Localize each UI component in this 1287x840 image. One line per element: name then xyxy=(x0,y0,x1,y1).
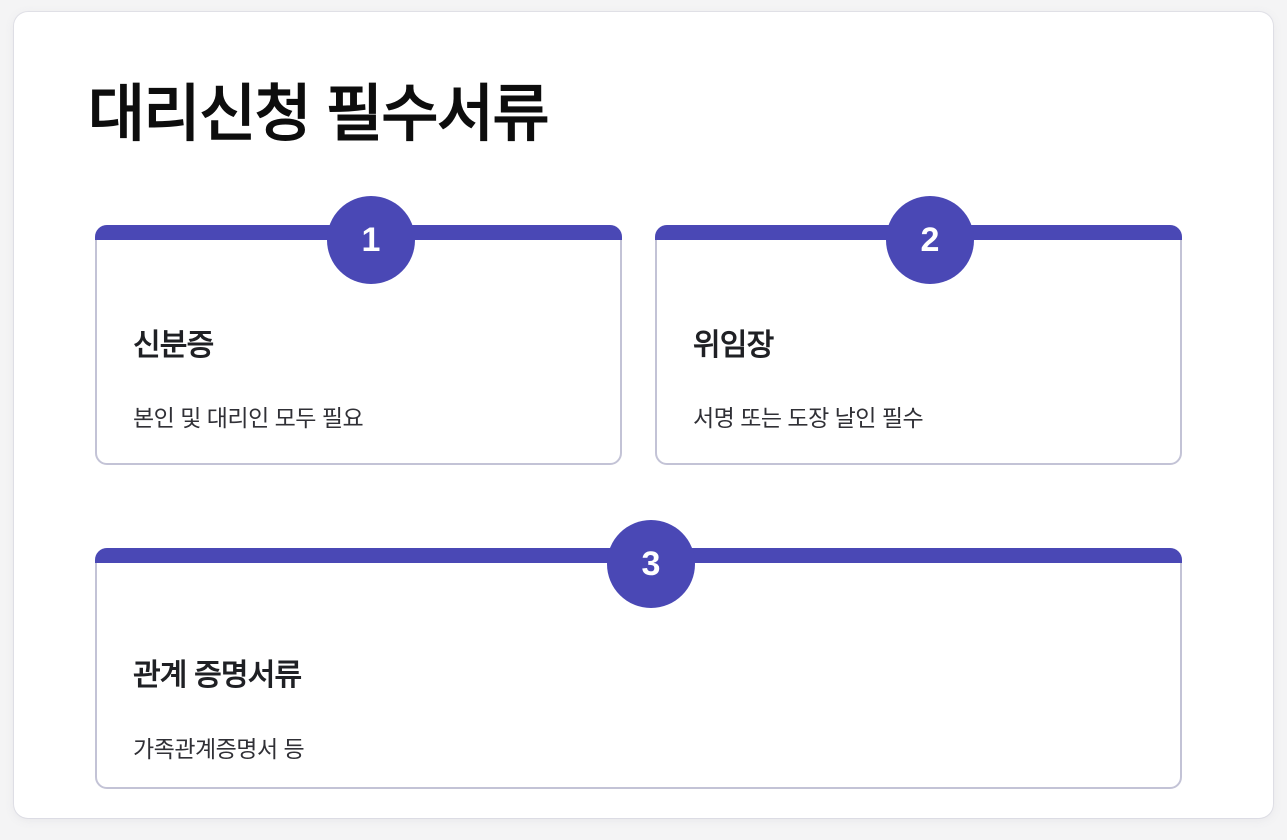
step-number: 3 xyxy=(641,545,661,583)
card-heading: 위임장 xyxy=(693,329,774,362)
card-description: 서명 또는 도장 날인 필수 xyxy=(693,405,924,431)
step-badge-1: 1 xyxy=(327,196,415,284)
step-number: 2 xyxy=(920,221,940,259)
step-badge-3: 3 xyxy=(607,520,695,608)
card-description: 본인 및 대리인 모두 필요 xyxy=(133,405,364,431)
card-heading: 신분증 xyxy=(133,329,214,362)
step-number: 1 xyxy=(361,221,381,259)
page-title: 대리신청 필수서류 xyxy=(88,79,550,149)
content-panel: 대리신청 필수서류 신분증 본인 및 대리인 모두 필요 1 위임장 서명 또는… xyxy=(14,12,1273,818)
document-card-grid: 신분증 본인 및 대리인 모두 필요 1 위임장 서명 또는 도장 날인 필수 … xyxy=(14,12,1273,818)
step-badge-2: 2 xyxy=(886,196,974,284)
card-description: 가족관계증명서 등 xyxy=(133,736,305,762)
card-heading: 관계 증명서류 xyxy=(133,659,302,692)
